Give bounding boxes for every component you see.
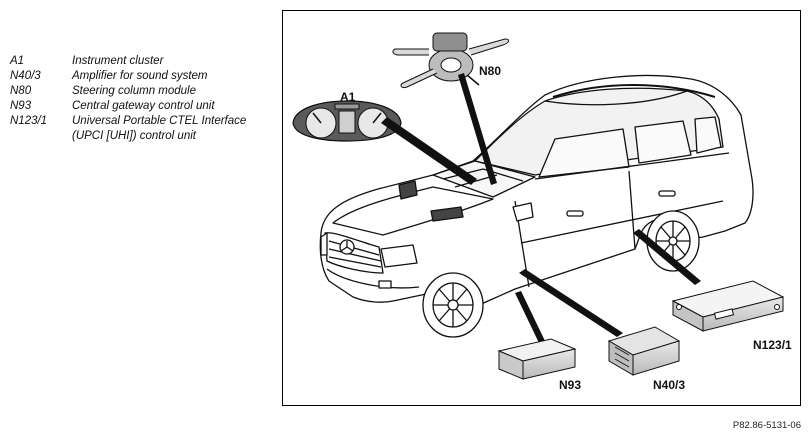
component-legend: A1 Instrument cluster N40/3 Amplifier fo… [10, 54, 260, 144]
amplifier-n40-3 [607, 326, 681, 376]
legend-row-a1: A1 Instrument cluster [10, 54, 260, 69]
figure-reference-number: P82.86-5131-06 [732, 420, 801, 431]
callout-pointers [381, 73, 701, 343]
callout-label-n80: N80 [479, 64, 501, 78]
legend-code: N40/3 [10, 70, 41, 82]
callout-label-n93: N93 [559, 378, 581, 392]
instrument-cluster-a1 [292, 100, 402, 142]
callout-label-n40-3: N40/3 [653, 378, 685, 392]
upci-control-unit-n123-1 [671, 280, 785, 332]
callout-label-n123-1: N123/1 [753, 338, 792, 352]
legend-row-n80: N80 Steering column module [10, 84, 260, 99]
legend-text: Universal Portable CTEL Interface (UPCI … [72, 115, 247, 142]
legend-row-n123-1: N123/1 Universal Portable CTEL Interface… [10, 114, 260, 144]
legend-row-n93: N93 Central gateway control unit [10, 99, 260, 114]
legend-text: Steering column module [72, 85, 197, 97]
central-gateway-n93 [497, 338, 577, 380]
legend-code: N123/1 [10, 115, 48, 127]
legend-code: A1 [10, 55, 25, 67]
legend-text: Instrument cluster [72, 55, 164, 67]
legend-text: Amplifier for sound system [72, 70, 208, 82]
legend-code: N93 [10, 100, 32, 112]
legend-text: Central gateway control unit [72, 100, 215, 112]
vehicle-illustration [319, 74, 754, 338]
callout-label-a1: A1 [340, 90, 356, 104]
steering-column-module-n80 [392, 32, 510, 88]
diagram-frame: A1 N80 N93 N40/3 N123/1 [282, 10, 801, 406]
vehicle-component-diagram: A1 N80 N93 N40/3 N123/1 [292, 32, 792, 392]
legend-row-n40-3: N40/3 Amplifier for sound system [10, 69, 260, 84]
legend-code: N80 [10, 85, 32, 97]
